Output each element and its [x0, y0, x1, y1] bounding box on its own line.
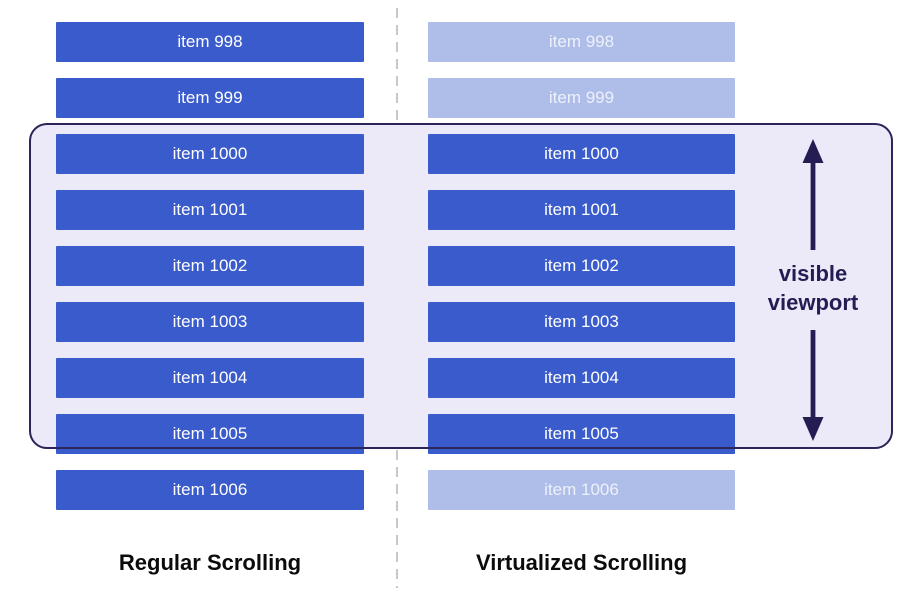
virtualized-scrolling-caption: Virtualized Scrolling — [475, 550, 688, 575]
viewport-extent-down-arrow-icon — [802, 330, 824, 441]
list-item: item 999 — [56, 78, 364, 118]
list-item: item 998 — [428, 22, 735, 62]
virtualized-scrolling-column: item 998 item 999 item 1000 item 1001 item 1… — [428, 22, 735, 510]
list-item: item 998 — [56, 22, 364, 62]
list-item: item 999 — [428, 78, 735, 118]
list-item: item 1006 — [56, 470, 364, 510]
list-item: item 1002 — [428, 246, 735, 286]
viewport-extent-up-arrow-icon — [802, 139, 824, 250]
list-item: item 1004 — [56, 358, 364, 398]
list-item: item 1002 — [56, 246, 364, 286]
list-item: item 1006 — [428, 470, 735, 510]
list-item: item 1000 — [428, 134, 735, 174]
list-item: item 1004 — [428, 358, 735, 398]
viewport-label: visible viewport — [767, 261, 859, 315]
list-item: item 1005 — [428, 414, 735, 454]
list-item: item 1001 — [428, 190, 735, 230]
list-item: item 1000 — [56, 134, 364, 174]
regular-scrolling-column: item 998 item 999 item 1000 item 1001 item 1… — [56, 22, 364, 510]
list-item: item 1003 — [428, 302, 735, 342]
list-item: item 1001 — [56, 190, 364, 230]
regular-scrolling-caption: Regular Scrolling — [118, 550, 302, 575]
list-item: item 1005 — [56, 414, 364, 454]
list-item: item 1003 — [56, 302, 364, 342]
